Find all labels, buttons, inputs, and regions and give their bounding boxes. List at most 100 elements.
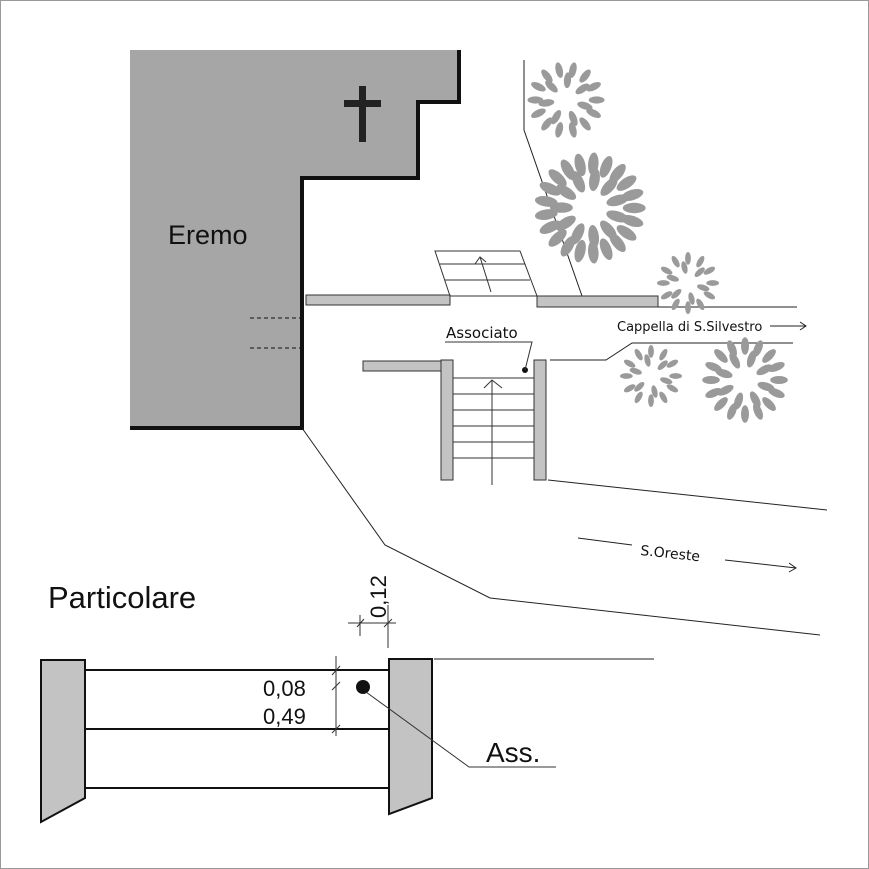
tree-leaf bbox=[589, 168, 600, 192]
tree-leaf bbox=[715, 368, 733, 379]
tree-leaf bbox=[616, 225, 637, 241]
tree-leaf bbox=[538, 99, 555, 107]
lower-stairs bbox=[453, 377, 534, 459]
tree-leaf bbox=[741, 337, 749, 355]
ass-leader bbox=[365, 691, 556, 768]
tree-leaf bbox=[579, 117, 591, 131]
wall bbox=[305, 294, 451, 306]
tree-leaf bbox=[600, 177, 618, 196]
tree-leaf bbox=[648, 394, 654, 408]
tree-leaf bbox=[599, 156, 613, 178]
oreste-label: S.Oreste bbox=[640, 543, 701, 565]
tree-leaf bbox=[714, 349, 728, 363]
associato-label: Associato bbox=[446, 324, 518, 342]
tree-leaf bbox=[634, 391, 643, 404]
tree-leaf bbox=[560, 159, 576, 180]
tree-leaf bbox=[666, 384, 679, 393]
tree-leaf bbox=[703, 266, 716, 275]
tree-leaf bbox=[757, 381, 775, 392]
tree-leaf bbox=[588, 224, 600, 248]
tree-leaf bbox=[586, 108, 601, 119]
tree-leaf bbox=[697, 284, 710, 292]
tree-leaf bbox=[762, 397, 776, 411]
tree-leaf bbox=[541, 69, 553, 83]
tree-leaf bbox=[696, 298, 705, 311]
tree-leaf bbox=[545, 80, 558, 93]
eremo-building bbox=[130, 50, 459, 428]
tree-leaf bbox=[753, 403, 764, 420]
tree-leaf bbox=[586, 81, 601, 92]
tree-leaf bbox=[623, 359, 636, 368]
tree-leaf bbox=[599, 238, 613, 260]
tree-leaf bbox=[702, 376, 720, 384]
tree-icon bbox=[527, 62, 605, 138]
tree-leaf bbox=[534, 209, 558, 221]
tree-leaf bbox=[749, 391, 761, 408]
tree-leaf bbox=[568, 122, 577, 138]
tree-leaf bbox=[762, 349, 776, 363]
tree-leaf bbox=[768, 361, 785, 372]
tree-leaf bbox=[659, 348, 668, 361]
tree-leaf bbox=[681, 261, 688, 274]
tree-leaf bbox=[531, 108, 546, 119]
detail-title: Particolare bbox=[48, 580, 196, 615]
tree-leaf bbox=[729, 352, 741, 369]
tree-leaf bbox=[555, 215, 576, 231]
tree-leaf bbox=[577, 101, 593, 111]
tree-leaf bbox=[671, 298, 680, 311]
tree-leaf bbox=[555, 62, 564, 78]
leader-line bbox=[445, 341, 533, 371]
tree-leaf bbox=[549, 202, 573, 213]
detail-wall-right bbox=[388, 658, 433, 816]
tree-leaf bbox=[756, 364, 773, 376]
tree-leaf bbox=[571, 171, 586, 193]
tree-leaf bbox=[539, 181, 561, 196]
tree-leaf bbox=[634, 382, 645, 392]
tree-leaf bbox=[688, 292, 695, 305]
stair-wall bbox=[533, 359, 547, 481]
tree-leaf bbox=[660, 291, 673, 300]
tree-leaf bbox=[651, 385, 658, 398]
stair-wall bbox=[440, 359, 454, 481]
ass-label: Ass. bbox=[486, 737, 540, 768]
tree-leaf bbox=[660, 266, 673, 275]
building-label: Eremo bbox=[168, 220, 248, 250]
tree-leaf bbox=[534, 195, 558, 207]
tree-leaf bbox=[575, 83, 590, 95]
tree-leaf bbox=[770, 376, 788, 384]
tree-leaf bbox=[548, 169, 567, 187]
tree-leaf bbox=[588, 96, 605, 104]
tree-leaf bbox=[717, 384, 734, 396]
dimension-0-49: 0,49 bbox=[263, 704, 306, 729]
tree-leaf bbox=[656, 280, 670, 286]
dimension-0-08: 0,08 bbox=[263, 676, 306, 701]
tree-leaf bbox=[694, 267, 705, 277]
tree-leaf bbox=[634, 348, 643, 361]
tree-leaf bbox=[746, 350, 757, 368]
tree-leaf bbox=[556, 184, 577, 200]
tree-leaf bbox=[568, 62, 577, 78]
tree-leaf bbox=[531, 81, 546, 92]
tree-leaf bbox=[685, 251, 691, 265]
tree-leaf bbox=[726, 340, 737, 357]
tree-leaf bbox=[705, 388, 722, 399]
arrow-line bbox=[577, 537, 797, 573]
road-lines bbox=[301, 60, 828, 660]
upper-stairs bbox=[434, 250, 538, 297]
tree-leaf bbox=[551, 110, 562, 125]
dimension-0-12: 0,12 bbox=[366, 575, 391, 618]
tree-leaf bbox=[606, 210, 629, 223]
detail-wall-left bbox=[40, 659, 86, 824]
tree-leaf bbox=[563, 72, 572, 89]
tree-leaf bbox=[714, 397, 728, 411]
tree-leaf bbox=[539, 220, 561, 235]
tree-leaf bbox=[541, 117, 553, 131]
tree-leaf bbox=[741, 405, 749, 423]
tree-leaf bbox=[703, 291, 716, 300]
tree-leaf bbox=[570, 223, 585, 245]
tree-leaf bbox=[666, 274, 679, 282]
tree-leaf bbox=[606, 194, 629, 207]
wall bbox=[362, 360, 442, 372]
